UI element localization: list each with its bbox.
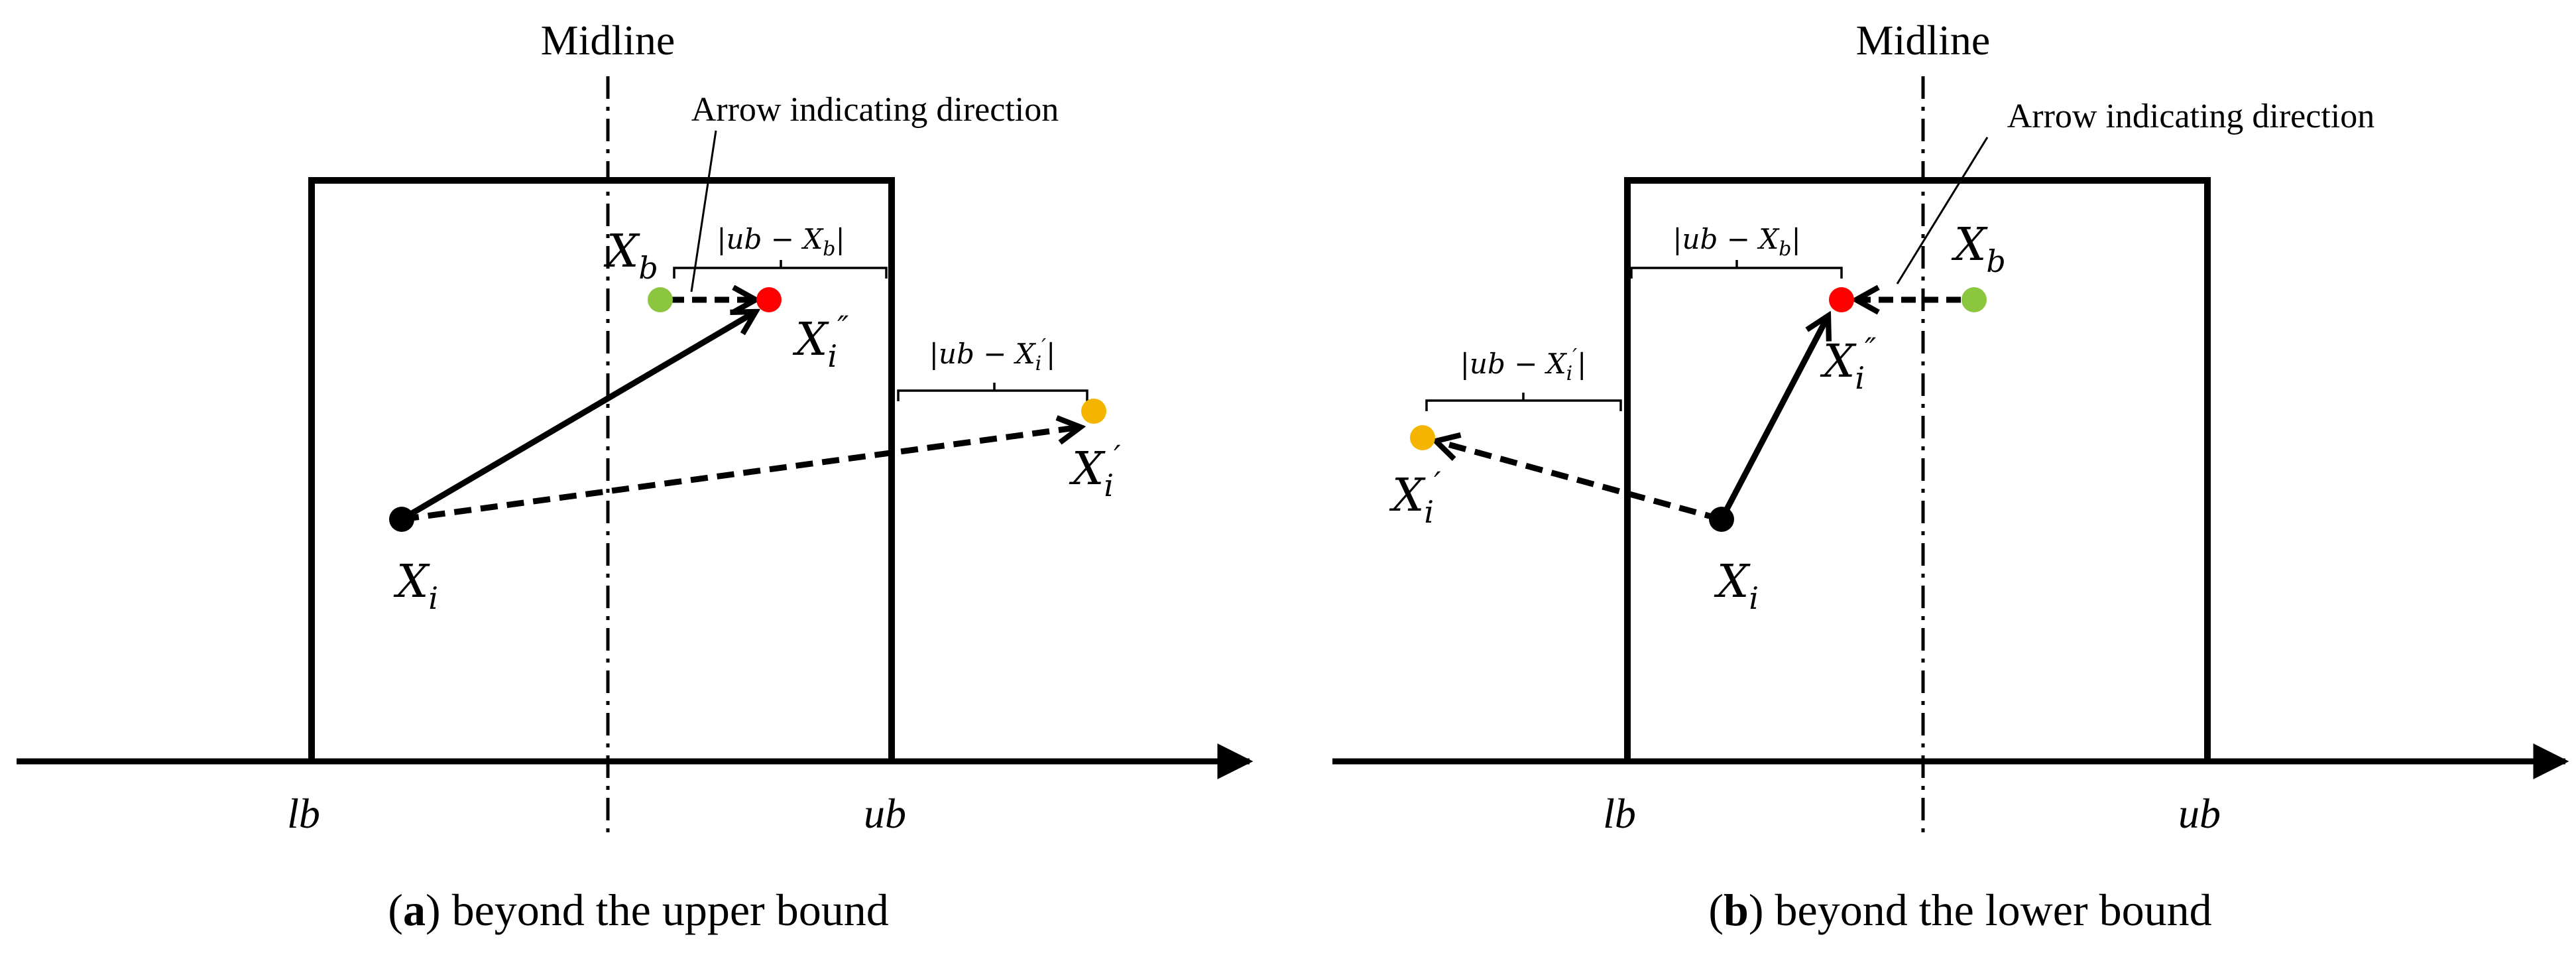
panel-b-label-xb: Xb	[1951, 219, 2006, 279]
panel-b-annotation: Arrow indicating direction	[2007, 97, 2375, 135]
panel-a-bracket-prime-label: |ub − Xi′|	[929, 335, 1055, 375]
panel-b-bound-box	[1624, 177, 2211, 761]
panel-b-bracket-best	[1630, 260, 1843, 279]
panel-a-bracket-best	[673, 260, 888, 279]
panel-a-bracket-best-label: |ub − Xb|	[717, 223, 845, 261]
panel-a: Midline Arrow indicating direction |ub −…	[17, 17, 1254, 935]
panel-a-bound-box	[308, 177, 895, 761]
panel-b-point-xi-prime	[1410, 425, 1435, 450]
panel-b-point-xb	[1961, 287, 1987, 312]
panel-b-lb-label: lb	[1603, 790, 1636, 837]
panel-a-bracket-prime	[897, 383, 1088, 401]
panel-a-point-xi-prime	[1081, 399, 1106, 424]
panel-a-point-xb	[648, 287, 673, 312]
panel-b-bracket-prime-label: |ub − Xi′|	[1460, 345, 1586, 385]
panel-a-caption: (a) beyond the upper bound	[388, 885, 888, 935]
panel-a-midline-label: Midline	[541, 17, 675, 64]
panel-b-bracket-best-label: |ub − Xb|	[1672, 223, 1800, 261]
panel-a-lb-label: lb	[287, 790, 320, 837]
panel-b-point-xi-double-prime	[1829, 287, 1854, 312]
panel-a-annotation-leader	[690, 130, 717, 292]
panel-a-ub-label: ub	[864, 790, 906, 837]
panel-b-ub-label: ub	[2178, 790, 2221, 837]
panel-b-annotation-leader	[1896, 137, 1989, 285]
panel-a-label-xi: Xi	[393, 556, 438, 616]
panel-b-label-xi-prime: Xi′	[1389, 465, 1441, 530]
panel-a-label-xi-double-prime: Xi″	[792, 309, 849, 374]
panel-b-arrow-to-outside	[1436, 441, 1723, 523]
panel-b-midline-label: Midline	[1856, 17, 1991, 64]
panel-b: Midline Arrow indicating direction |ub −…	[1332, 17, 2569, 935]
panel-a-label-xi-prime: Xi′	[1069, 438, 1121, 503]
panel-b-label-xi: Xi	[1714, 556, 1759, 616]
panel-a-annotation: Arrow indicating direction	[691, 91, 1059, 129]
panel-b-arrow-to-corrected	[1719, 316, 1828, 521]
panel-b-point-xi	[1709, 507, 1734, 532]
panel-a-arrow-to-outside	[401, 427, 1081, 523]
panel-b-caption: (b) beyond the lower bound	[1708, 885, 2211, 935]
panel-b-bracket-prime	[1425, 393, 1622, 411]
panel-a-point-xi	[389, 507, 414, 532]
panel-a-label-xb: Xb	[603, 225, 658, 286]
panel-a-point-xi-double-prime	[756, 287, 782, 312]
panel-b-label-xi-double-prime: Xi″	[1820, 331, 1876, 396]
panel-a-arrow-to-corrected	[400, 312, 756, 522]
